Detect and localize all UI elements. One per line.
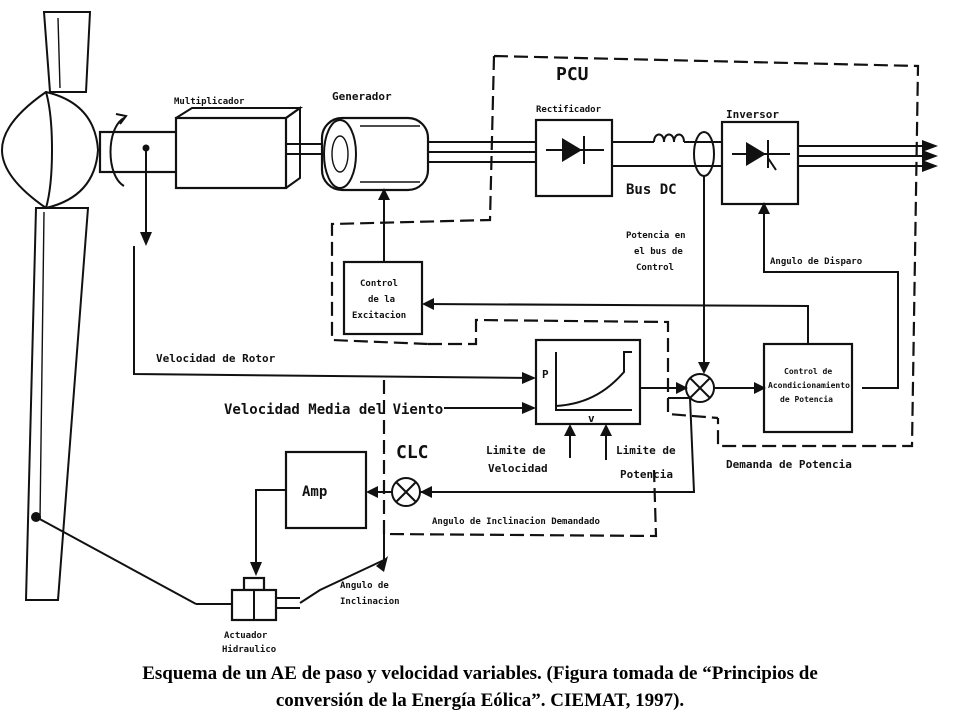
clc-label: CLC — [396, 442, 429, 463]
dc-bus-label: Bus DC — [626, 182, 677, 198]
hydraulic-actuator: Actuador Hidraulico — [196, 576, 300, 655]
gearbox: Multiplicador — [174, 96, 304, 190]
demanded-pitch-label: Angulo de Inclinacion Demandado — [432, 516, 600, 527]
power-conditioning-label-1: Control de — [784, 367, 832, 376]
power-conditioning-label-3: de Potencia — [780, 394, 833, 404]
wind-speed-label: Velocidad Media del Viento — [224, 402, 443, 418]
generator-label: Generador — [332, 90, 392, 103]
pitch-angle-label-1: Angulo de — [340, 581, 389, 591]
dc-bus-power-label-2: el bus de — [634, 247, 683, 257]
main-shaft — [98, 113, 188, 187]
actuator-label-1: Actuador — [224, 631, 268, 641]
pitch-angle-label-2: Inclinacion — [340, 596, 400, 607]
pcu-boundary — [330, 54, 920, 448]
generator: Generador — [320, 90, 430, 192]
clc-boundary — [382, 318, 719, 538]
power-conditioning-control-block: Control de Acondicionamiento de Potencia — [762, 342, 854, 434]
curve-p-label: P — [542, 368, 549, 381]
excitation-control-label-1: Control — [360, 279, 398, 289]
rotor-speed-label: Velocidad de Rotor — [156, 352, 276, 365]
amplifier-label: Amp — [302, 484, 327, 500]
lower-blade — [24, 207, 90, 601]
ac-lines-generator — [428, 141, 536, 163]
excitation-control-label-3: Excitacion — [352, 310, 406, 321]
gearbox-label: Multiplicador — [174, 96, 245, 107]
amplifier-block: Amp — [284, 450, 368, 530]
inverter-label: Inversor — [726, 108, 779, 121]
wind-turbine — [0, 11, 100, 601]
inverter: Inversor — [720, 108, 800, 206]
actuator-label-2: Hidraulico — [222, 644, 276, 655]
upper-blade — [42, 11, 92, 93]
dc-bus-power-label-1: Potencia en — [626, 230, 686, 241]
rectifier-label: Rectificador — [536, 104, 602, 115]
power-limit-label-1: Limite de — [616, 444, 676, 457]
speed-limit-label-1: Limite de — [486, 444, 546, 457]
figure-caption-line-1: Esquema de un AE de paso y velocidad var… — [142, 663, 818, 684]
dc-bus: Bus DC — [612, 131, 722, 198]
grid-output-lines — [798, 140, 938, 172]
pitch-summing-junction — [391, 477, 421, 507]
dc-bus-power-label-3: Control — [636, 263, 674, 273]
excitation-control-block: Control de la Excitacion — [342, 260, 424, 336]
power-speed-curve-block: P v — [534, 338, 642, 426]
pcu-label: PCU — [556, 64, 589, 85]
firing-angle-label: Angulo de Disparo — [770, 256, 862, 267]
curve-v-label: v — [588, 412, 595, 425]
power-limit-label-2: Potencia — [620, 468, 673, 481]
power-conditioning-label-2: Acondicionamiento — [768, 380, 850, 390]
excitation-control-label-2: de la — [368, 295, 395, 305]
power-demand-label: Demanda de Potencia — [726, 458, 852, 471]
wind-turbine-control-diagram: Multiplicador Generador PCU Rectificador… — [0, 11, 938, 655]
speed-limit-label-2: Velocidad — [488, 462, 548, 475]
rectifier: Rectificador — [534, 104, 614, 198]
figure-caption-line-2: conversión de la Energía Eólica”. CIEMAT… — [275, 690, 685, 711]
